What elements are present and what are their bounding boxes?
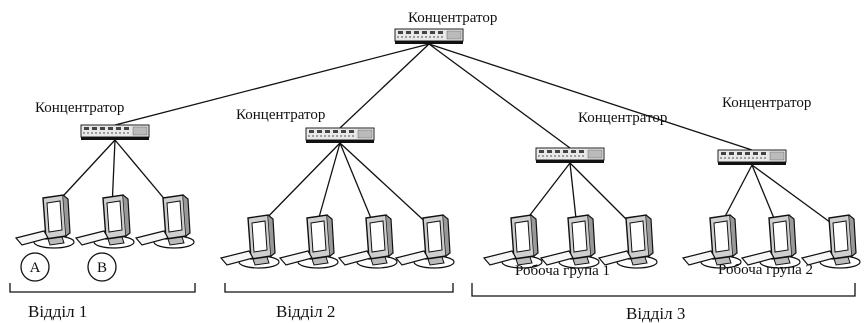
hub-icon <box>535 147 605 164</box>
computers <box>15 194 861 269</box>
computer-icon <box>741 214 801 269</box>
node-b: B <box>87 252 117 282</box>
hub-1: Концентратор <box>35 100 150 141</box>
computer-icon <box>682 214 742 269</box>
department-brackets <box>9 283 856 297</box>
computer-icon <box>540 214 600 269</box>
hub-label: Концентратор <box>722 95 811 111</box>
hub-4: Концентратор <box>717 95 811 166</box>
connections <box>51 43 839 229</box>
department-1-label: Відділ 1 <box>28 302 87 321</box>
hub-icon <box>717 149 787 166</box>
computer-icon <box>75 194 135 249</box>
workgroup-2-label: Робоча група 2 <box>718 262 813 278</box>
computer-icon <box>338 214 398 269</box>
node-b-label: B <box>97 260 107 276</box>
computer-icon <box>135 194 195 249</box>
node-a-label: A <box>30 260 41 276</box>
department-2-label: Відділ 2 <box>276 302 335 321</box>
computer-icon <box>483 214 543 269</box>
computer-icon <box>220 214 280 269</box>
bracket-d3 <box>471 283 856 297</box>
workgroup-1-label: Робоча група 1 <box>515 263 610 279</box>
bracket-d2 <box>224 283 454 293</box>
hub-icon <box>80 124 150 141</box>
node-a: A <box>20 252 50 282</box>
hub-3: Концентратор <box>535 110 667 164</box>
computer-icon <box>801 214 861 269</box>
hub-root: Концентратор <box>394 10 497 45</box>
hub-label: Концентратор <box>35 100 124 116</box>
computer-icon <box>279 214 339 269</box>
computer-icon <box>15 194 75 249</box>
hub-label: Концентратор <box>236 107 325 123</box>
hub-label: Концентратор <box>578 110 667 126</box>
computer-icon <box>598 214 658 269</box>
bracket-d1 <box>9 283 196 293</box>
hub-2: Концентратор <box>236 107 375 144</box>
hub-icon <box>305 127 375 144</box>
computer-icon <box>395 214 455 269</box>
department-3-label: Відділ 3 <box>626 304 685 323</box>
hub-icon <box>394 28 464 45</box>
hub-label: Концентратор <box>408 10 497 26</box>
